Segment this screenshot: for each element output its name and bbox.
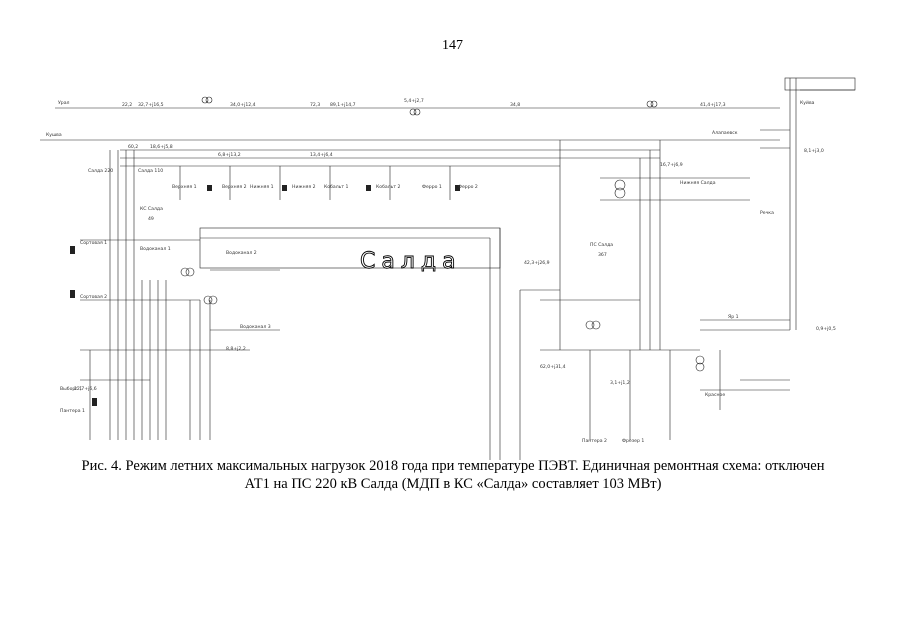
label-verhnyaya-2: Верхняя 2 [222,184,247,190]
label-pantera-2: Пантера 2 [582,438,607,444]
flow-value: 6,8+j13,2 [218,152,241,158]
label-nizhnyaya-1: Нижняя 1 [250,184,274,190]
label-kobalt-2: Кобальт 2 [376,184,400,190]
flow-value: 12,7+j6,6 [74,386,97,392]
flow-value: 16,7+j6,9 [660,162,683,168]
label-salda-220: Салда 220 [88,168,113,174]
label-vodokanal-3: Водоканал 3 [240,324,271,330]
flow-value: 18,6+j5,8 [150,144,173,150]
label-ks-salda-num: 49 [148,216,154,222]
page-number: 147 [442,38,463,53]
schematic-lines [40,77,856,460]
transformer-symbols [180,96,705,372]
flow-value: 89,1+j14,7 [330,102,356,108]
label-kushva: Кушва [46,132,62,138]
caption-line-2: АТ1 на ПС 220 кВ Салда (МДП в КС «Салда»… [244,476,662,492]
label-ks-salda: КС Салда [140,206,163,212]
flow-value: 5,4+j2,7 [404,98,424,104]
label-kuyva: Куйва [800,99,815,106]
breaker-symbols [70,185,460,406]
label-sortovaya-2: Сортовая 2 [80,294,107,300]
label-vodokanal-2: Водоканал 2 [226,250,257,256]
flow-value: 34,0+j12,4 [230,102,256,108]
label-ural: Урал [58,100,70,106]
label-frezer: Фрезер 1 [622,438,644,444]
flow-value: 34,8 [510,102,520,108]
flow-values: 22,2 32,7+j16,5 34,0+j12,4 72,3 89,1+j14… [74,98,836,392]
flow-value: 3,1+j1,2 [610,380,630,386]
region-title: Салда [360,249,462,274]
label-vyborg: Выборг 1 [60,386,82,392]
label-nizhnyaya-2: Нижняя 2 [292,184,316,190]
label-alapaevsk: Алапаевск [712,130,738,136]
label-verhnyaya-1: Верхняя 1 [172,184,197,190]
label-ps-salda: ПС Салда [590,242,613,248]
label-sortovaya-1: Сортовая 1 [80,240,107,246]
flow-value: 22,2 [122,102,132,108]
flow-value: 13,4+j6,4 [310,152,333,158]
flow-value: 41,4+j17,3 [700,102,726,108]
node-labels: Урал Кушва Куйва Салда 220 Салда 110 КС … [46,99,815,444]
label-yar: Яр 1 [728,314,739,320]
flow-value: 42,3+j26,9 [524,260,550,266]
flow-value: 0,9+j0,5 [816,326,836,332]
label-vodokanal-1: Водоканал 1 [140,246,171,252]
flow-value: 8,8+j2,2 [226,346,246,352]
label-pantera: Пантера 1 [60,408,85,414]
label-salda-110: Салда 110 [138,168,163,174]
label-rechka: Речка [760,210,774,216]
figure-caption: Рис. 4. Режим летних максимальных нагруз… [28,457,878,493]
caption-line-1: Рис. 4. Режим летних максимальных нагруз… [81,458,825,474]
flow-value: 60,2 [128,144,138,150]
label-nizhnyaya-salda: Нижняя Салда [680,180,716,186]
label-ps-salda-num: 367 [598,252,607,258]
flow-value: 72,3 [310,102,320,108]
flow-value: 8,1+j3,0 [804,148,824,154]
label-ferro-1: Ферро 1 [422,184,442,190]
flow-value: 32,7+j16,5 [138,102,164,108]
label-ferro-2: Ферро 2 [458,184,478,190]
label-kobalt-1: Кобальт 1 [324,184,348,190]
label-krasnoe: Красное [705,392,725,398]
flow-value: 62,0+j31,4 [540,364,566,370]
